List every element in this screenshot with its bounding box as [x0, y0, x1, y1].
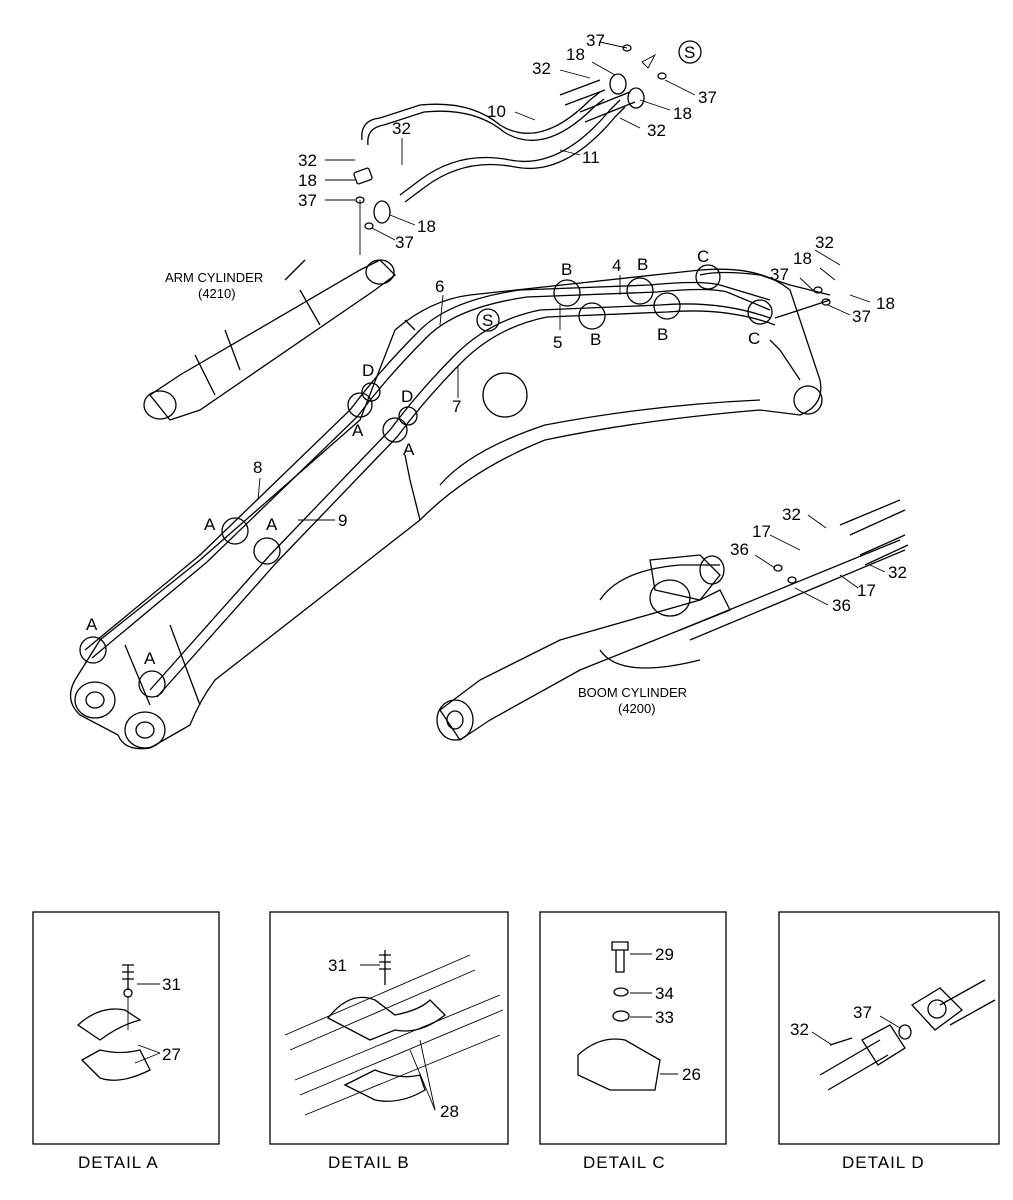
o-rings	[355, 44, 831, 584]
detail-a-panel: 31 27	[32, 911, 220, 1145]
callout-18: 18	[298, 171, 317, 190]
callout-18: 18	[417, 217, 436, 236]
detail-d-panel: 32 37	[778, 911, 1000, 1145]
detail-d-callout-32: 32	[790, 1020, 809, 1039]
letter-b: B	[657, 325, 668, 344]
letter-a: A	[352, 421, 364, 440]
detail-b-callout-31: 31	[328, 956, 347, 975]
boom-cylinder-label: BOOM CYLINDER	[578, 685, 687, 700]
callout-32: 32	[782, 505, 801, 524]
letter-a: A	[403, 440, 415, 459]
s-marker-top: S	[678, 40, 702, 64]
arm-cylinder	[143, 259, 396, 421]
boom-cylinder	[436, 499, 909, 741]
detail-a-callout-27: 27	[162, 1045, 181, 1064]
svg-text:S: S	[684, 43, 695, 62]
leader-lines	[257, 41, 886, 606]
detail-a-title: DETAIL A	[78, 1153, 159, 1172]
callout-37: 37	[698, 88, 717, 107]
detail-c-title: DETAIL C	[583, 1153, 666, 1172]
arm-hoses	[353, 73, 645, 255]
callout-8: 8	[253, 458, 262, 477]
letter-d: D	[362, 361, 374, 380]
arm-cylinder-code: (4210)	[198, 286, 236, 301]
callout-7: 7	[452, 397, 461, 416]
detail-c-callout-34: 34	[655, 984, 674, 1003]
boom-pipes	[84, 271, 831, 698]
detail-d-title: DETAIL D	[842, 1153, 925, 1172]
callout-11: 11	[582, 148, 600, 167]
callout-18: 18	[793, 249, 812, 268]
letter-b: B	[561, 260, 572, 279]
letter-b: B	[637, 255, 648, 274]
callout-37: 37	[298, 191, 317, 210]
letter-a: A	[86, 615, 98, 634]
callout-32: 32	[532, 59, 551, 78]
clamp-circles	[79, 264, 773, 698]
callout-5: 5	[553, 333, 562, 352]
letter-c: C	[748, 329, 760, 348]
letter-c: C	[697, 247, 709, 266]
arm-cylinder-label: ARM CYLINDER	[165, 270, 263, 285]
letter-a: A	[204, 515, 216, 534]
callout-36: 36	[832, 596, 851, 615]
letter-a: A	[144, 649, 156, 668]
boom-structure	[69, 268, 823, 750]
callout-32: 32	[815, 233, 834, 252]
callout-10: 10	[487, 102, 506, 121]
svg-text:S: S	[482, 311, 493, 330]
detail-b-panel: 31 28	[269, 911, 509, 1145]
detail-d-callout-37: 37	[853, 1003, 872, 1022]
callout-37: 37	[586, 31, 605, 50]
callout-32: 32	[647, 121, 666, 140]
callout-6: 6	[435, 277, 444, 296]
s-marker-boom: S	[476, 308, 500, 332]
callout-9: 9	[338, 511, 347, 530]
callout-32: 32	[888, 563, 907, 582]
detail-letters: A A A A A A D D B B B B C C	[86, 247, 760, 668]
callout-37: 37	[770, 265, 789, 284]
callout-4: 4	[612, 256, 621, 275]
detail-a-callout-31: 31	[162, 975, 181, 994]
letter-d: D	[401, 387, 413, 406]
boom-cylinder-code: (4200)	[618, 701, 656, 716]
callout-17: 17	[857, 581, 876, 600]
callout-36: 36	[730, 540, 749, 559]
letter-a: A	[266, 515, 278, 534]
detail-c-callout-33: 33	[655, 1008, 674, 1027]
callout-18: 18	[566, 45, 585, 64]
letter-b: B	[590, 330, 601, 349]
detail-b-callout-28: 28	[440, 1102, 459, 1121]
detail-b-title: DETAIL B	[328, 1153, 410, 1172]
callout-32: 32	[298, 151, 317, 170]
callout-37: 37	[852, 307, 871, 326]
detail-c-callout-29: 29	[655, 945, 674, 964]
callout-18: 18	[673, 104, 692, 123]
main-labels: ARM CYLINDER (4210) BOOM CYLINDER (4200)	[165, 270, 687, 716]
callout-17: 17	[752, 522, 771, 541]
callout-numbers: 37 18 32 37 18 32 10 11 32 32 18 37 37 1…	[253, 31, 907, 615]
callout-37: 37	[395, 233, 414, 252]
callout-32: 32	[392, 119, 411, 138]
detail-c-callout-26: 26	[682, 1065, 701, 1084]
detail-c-panel: 29 34 33 26	[539, 911, 727, 1145]
callout-18: 18	[876, 294, 895, 313]
